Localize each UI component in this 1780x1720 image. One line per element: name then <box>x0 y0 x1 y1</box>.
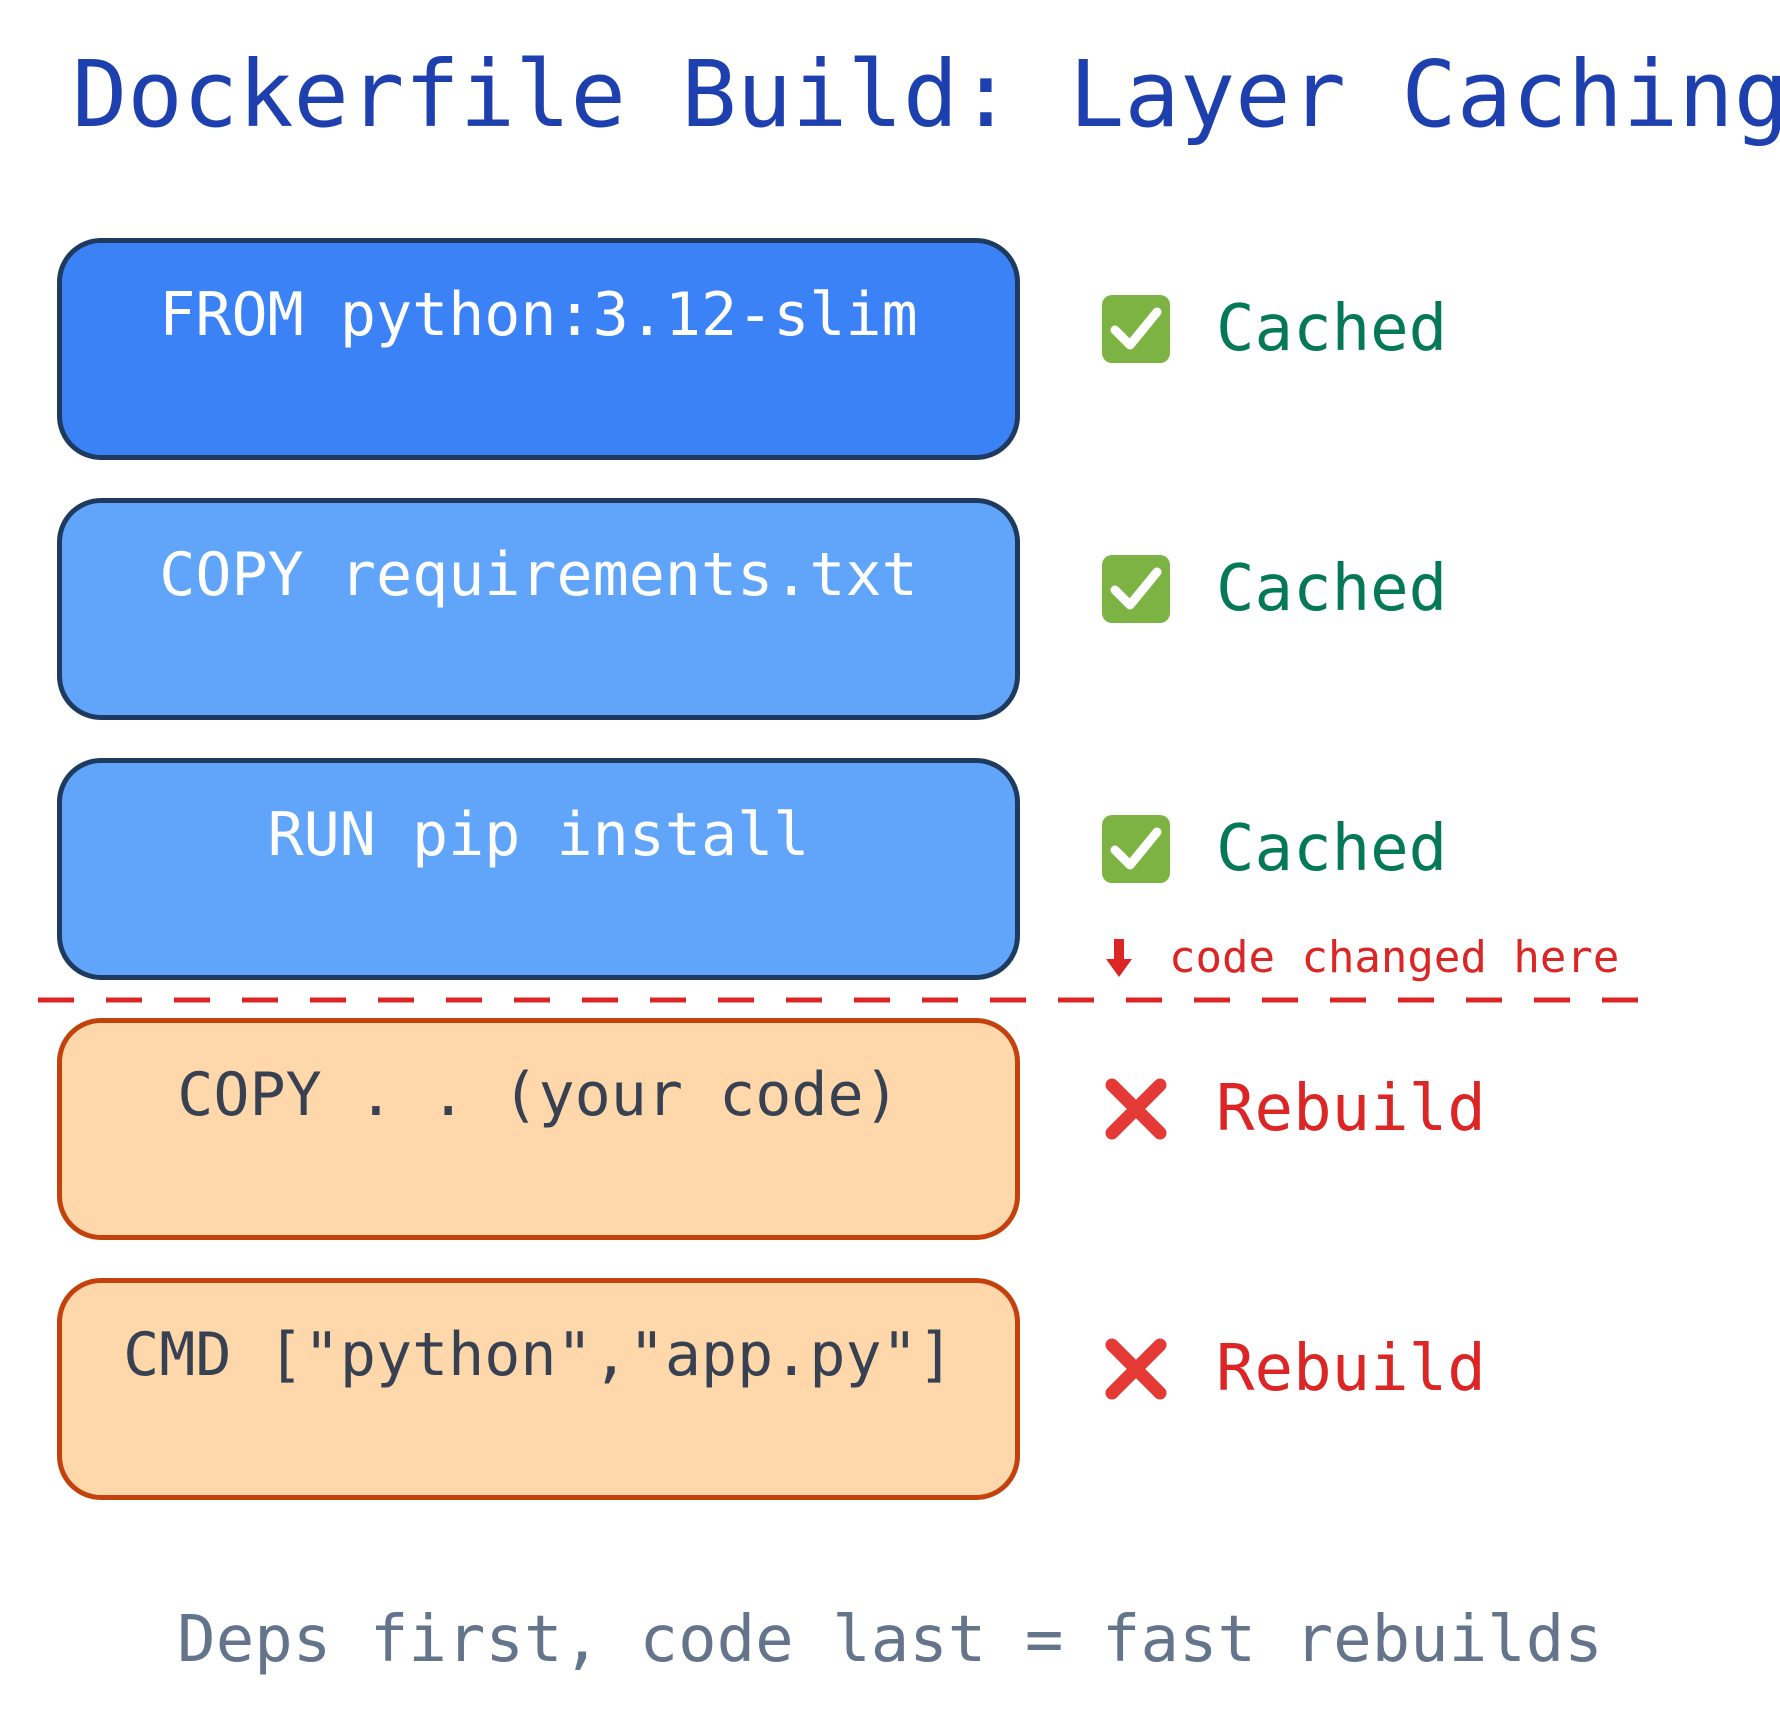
layer-copy-code: COPY . . (your code) <box>57 1018 1020 1240</box>
layer-instruction: COPY . . (your code) <box>177 1060 900 1130</box>
cross-mark-icon <box>1100 1073 1172 1145</box>
layer-instruction: RUN pip install <box>267 800 810 870</box>
cross-mark-icon <box>1100 1333 1172 1405</box>
layer-copy-requirements: COPY requirements.txt <box>57 498 1020 720</box>
status-label: Cached <box>1216 292 1448 366</box>
layer-instruction: CMD ["python","app.py"] <box>123 1320 954 1390</box>
status-label: Rebuild <box>1216 1332 1486 1406</box>
status-label: Cached <box>1216 812 1448 886</box>
down-arrow-icon <box>1105 937 1133 979</box>
layer-instruction: COPY requirements.txt <box>159 540 918 610</box>
layer-status: Cached <box>1100 287 1447 371</box>
footer-caption: Deps first, code last = fast rebuilds <box>177 1603 1603 1677</box>
layer-status: Rebuild <box>1100 1327 1486 1411</box>
status-label: Rebuild <box>1216 1072 1486 1146</box>
layer-status: Rebuild <box>1100 1067 1486 1151</box>
layer-cmd: CMD ["python","app.py"] <box>57 1278 1020 1500</box>
code-changed-label: code changed here <box>1169 932 1620 983</box>
layer-status: Cached <box>1100 547 1447 631</box>
layer-instruction: FROM python:3.12-slim <box>159 280 918 350</box>
status-label: Cached <box>1216 552 1448 626</box>
layer-run-pip-install: RUN pip install <box>57 758 1020 980</box>
code-changed-note: code changed here <box>1105 932 1620 983</box>
diagram-title: Dockerfile Build: Layer Caching <box>72 41 1780 148</box>
check-mark-icon <box>1100 813 1172 885</box>
layer-status: Cached <box>1100 807 1447 891</box>
layer-from: FROM python:3.12-slim <box>57 238 1020 460</box>
check-mark-icon <box>1100 293 1172 365</box>
check-mark-icon <box>1100 553 1172 625</box>
